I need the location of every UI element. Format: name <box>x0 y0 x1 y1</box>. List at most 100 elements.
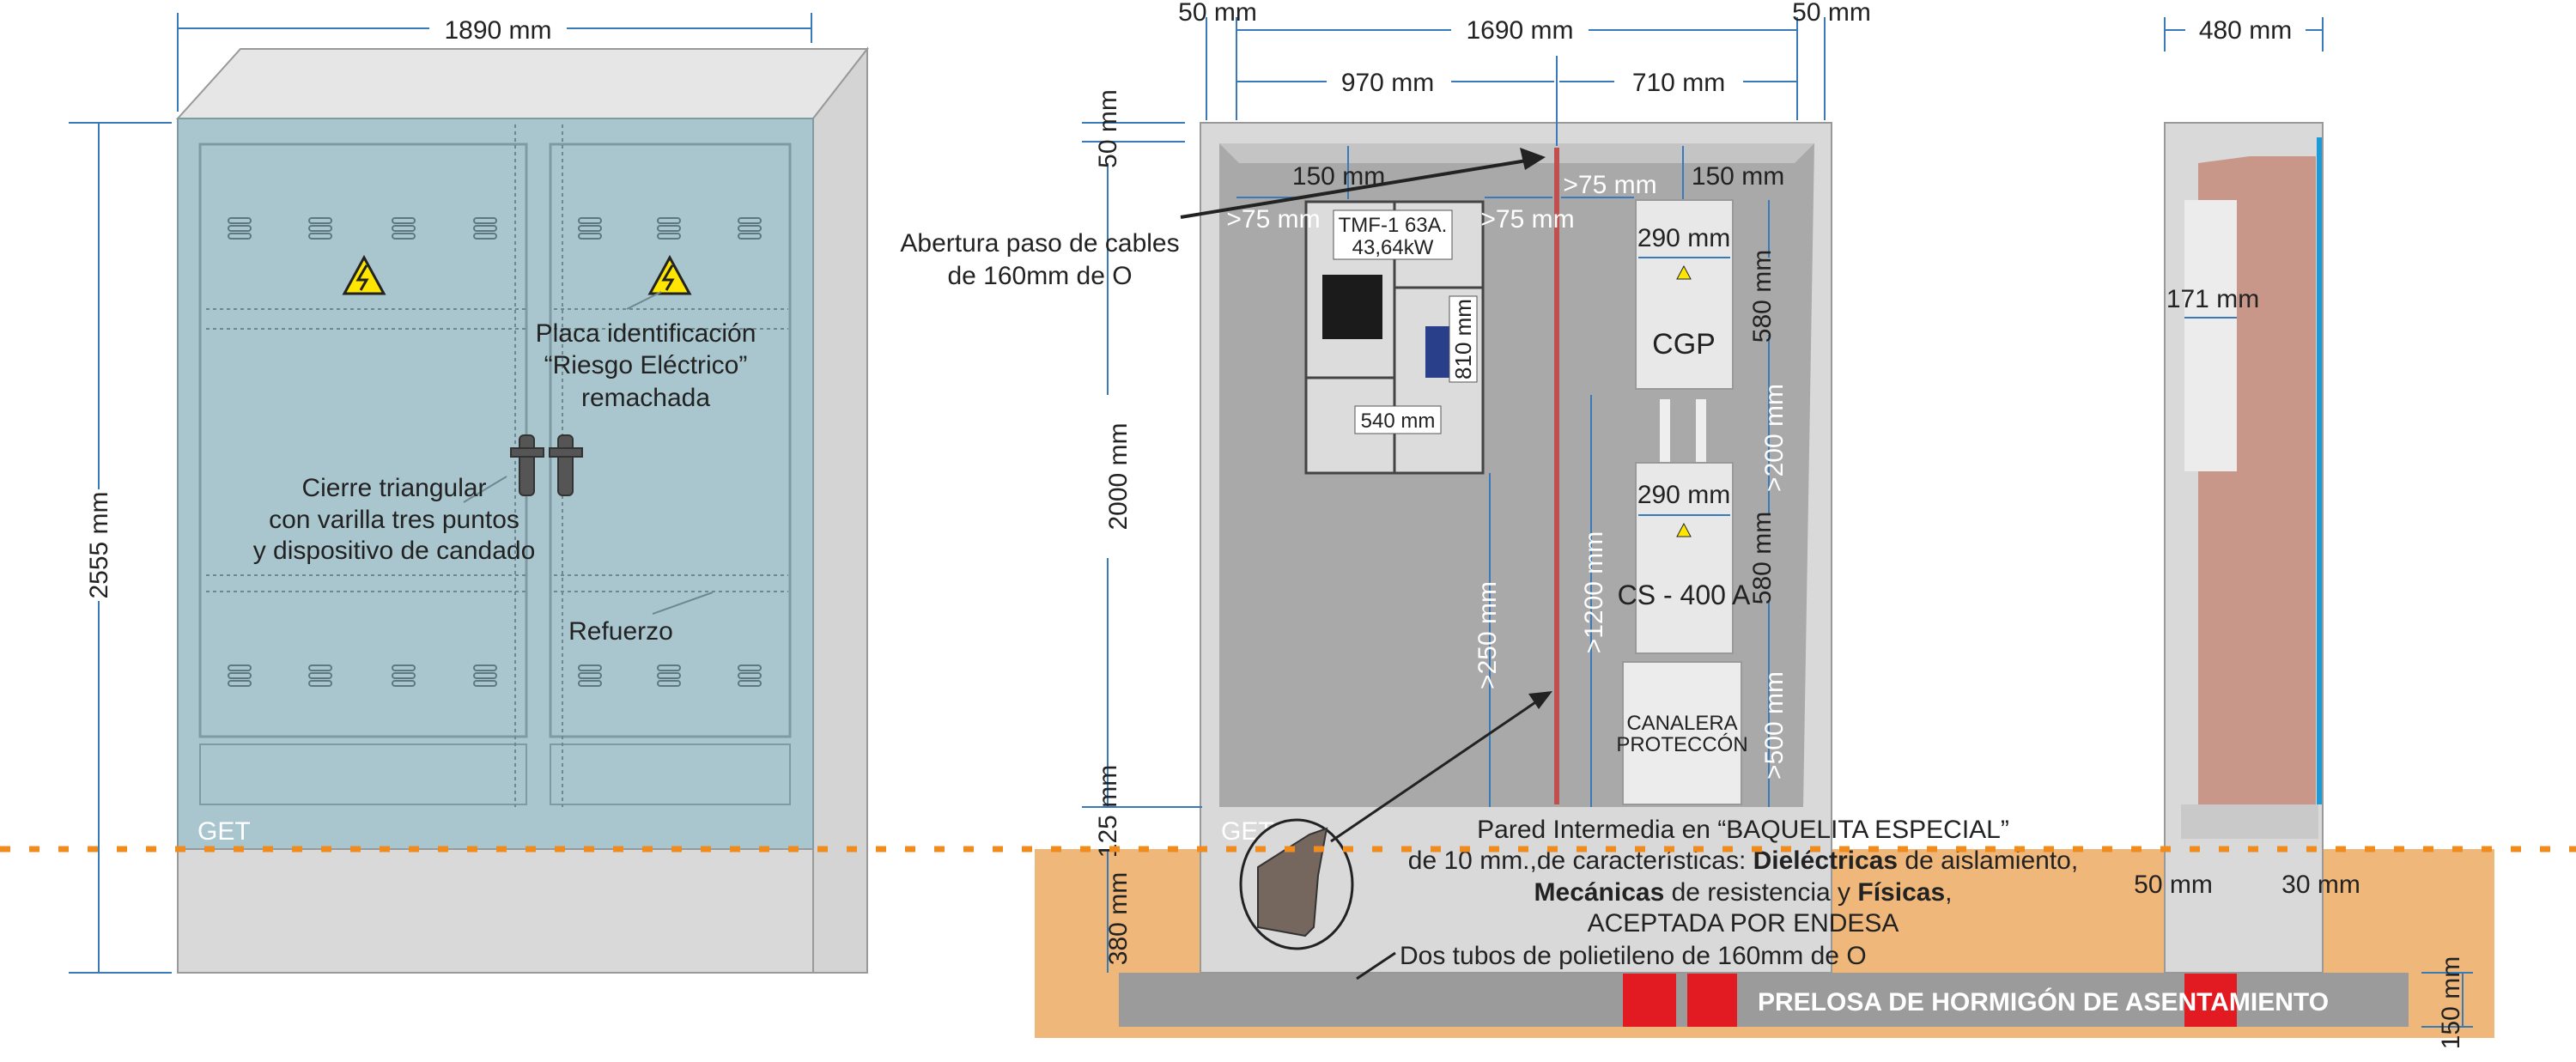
canalera-label-line2: PROTECCÓN <box>1616 733 1747 756</box>
vent-slot <box>392 217 416 224</box>
left-margin-dim: 50 mm <box>1178 0 1257 27</box>
warning-icon <box>1676 264 1692 280</box>
right-section-dim: 710 mm <box>1632 69 1725 97</box>
vent-slot <box>228 225 252 232</box>
vent-slot <box>578 217 602 224</box>
vent-slot <box>738 217 762 224</box>
inner-top-bevel <box>1219 143 1814 163</box>
vent-slot <box>473 665 497 671</box>
vent-slot <box>473 672 497 679</box>
vent-slot <box>578 680 602 687</box>
vent-slot <box>473 217 497 224</box>
vent-slot <box>578 672 602 679</box>
arrow-icon <box>1520 148 1546 170</box>
red-tube-2 <box>1687 973 1737 1027</box>
vent-slot <box>738 225 762 232</box>
cierre-label-line3: y dispositivo de candado <box>253 537 536 565</box>
vent-slot <box>392 225 416 232</box>
vent-slot <box>578 665 602 671</box>
base-right-dim: 30 mm <box>2281 871 2360 899</box>
side-clear-dim-3: >75 mm <box>1563 171 1656 199</box>
cs-box <box>1635 462 1734 654</box>
slab-dim: 150 mm <box>2437 956 2465 1049</box>
pared-note-line4: ACEPTADA POR ENDESA <box>1588 909 1899 938</box>
vent-slot <box>657 217 681 224</box>
cabinet-side <box>812 46 868 974</box>
vent-slot <box>228 233 252 240</box>
vent-slot <box>657 225 681 232</box>
meter-height-dim: 810 mm <box>1450 299 1476 379</box>
canalera-label-line1: CANALERA <box>1626 712 1737 735</box>
side-clear-dim-2: >75 mm <box>1480 205 1574 234</box>
placa-label-line2: “Riesgo Eléctrico” <box>544 351 748 379</box>
bottom-margin-dim: 125 mm <box>1094 765 1122 858</box>
arrow-icon <box>1528 691 1552 709</box>
vent-slot <box>392 233 416 240</box>
side-clear-dim-1: >75 mm <box>1226 205 1320 234</box>
right-margin-dim: 50 mm <box>1792 0 1871 27</box>
inner-height-dim: 2000 mm <box>1104 422 1133 530</box>
vent-slot <box>308 225 332 232</box>
tubos-note: Dos tubos de polietileno de 160mm de O <box>1400 942 1867 970</box>
tmf-label-line1: TMF-1 63A. <box>1339 214 1448 237</box>
breaker <box>1425 326 1449 378</box>
cgp-box <box>1635 199 1734 390</box>
vent-slot <box>308 672 332 679</box>
slab-label: PRELOSA DE HORMIGÓN DE ASENTAMIENTO <box>1758 987 2329 1016</box>
brand-mark: GET <box>197 817 251 846</box>
left-section-dim: 970 mm <box>1341 69 1434 97</box>
energy-meter <box>1322 275 1382 339</box>
canalera-height-dim: >500 mm <box>1760 671 1789 780</box>
tmf-label-box <box>1333 209 1453 260</box>
warning-sign-icon <box>647 254 692 295</box>
inner-width-dim: 1690 mm <box>1466 16 1573 45</box>
top-clear-right-dim: 150 mm <box>1692 162 1784 191</box>
canalera-box <box>1622 661 1742 805</box>
vent-slot <box>738 665 762 671</box>
cgp-width-dim: 290 mm <box>1637 224 1730 252</box>
vent-slot <box>308 665 332 671</box>
vent-slot <box>473 680 497 687</box>
tmf-label-line2: 43,64kW <box>1352 236 1434 259</box>
pared-note-line1: Pared Intermedia en “BAQUELITA ESPECIAL” <box>1477 816 2009 844</box>
cs-label: CS - 400 A <box>1618 580 1751 610</box>
vent-slot <box>228 665 252 671</box>
vent-slot <box>473 233 497 240</box>
right-door[interactable] <box>549 143 792 738</box>
vent-slot <box>392 680 416 687</box>
vent-slot <box>228 672 252 679</box>
vent-slot <box>392 672 416 679</box>
floor-clear-cs-dim: >1200 mm <box>1580 531 1608 654</box>
pared-note-line3: Mecánicas de resistencia y Físicas, <box>1534 878 1953 907</box>
vent-slot <box>738 680 762 687</box>
vent-slot <box>657 233 681 240</box>
vent-slot <box>308 680 332 687</box>
vent-slot <box>392 665 416 671</box>
vent-slot <box>473 225 497 232</box>
vent-slot <box>578 225 602 232</box>
width-dim: 1890 mm <box>444 16 551 45</box>
red-tube-1 <box>1623 973 1676 1027</box>
side-door-edge <box>2317 137 2322 804</box>
cgp-label: CGP <box>1652 328 1716 361</box>
warning-sign-icon <box>342 254 386 295</box>
top-margin-dim: 50 mm <box>1094 89 1122 168</box>
floor-clear-meter-dim: >250 mm <box>1473 581 1502 689</box>
lock-handle-icon[interactable] <box>510 434 583 496</box>
side-view: 480 mm 171 mm 50 mm 30 mm <box>2134 16 2360 974</box>
vent-slot <box>657 680 681 687</box>
red-tube-3 <box>2184 973 2237 1027</box>
vent-louvres <box>228 217 762 687</box>
vent-slot <box>657 672 681 679</box>
placa-label-line1: Placa identificación <box>536 319 756 348</box>
side-inner-panel <box>2184 200 2237 471</box>
pared-note-line2: de 10 mm.,de características: Dieléctric… <box>1408 847 2078 875</box>
partition-wall <box>1554 148 1559 804</box>
right-plinth <box>550 743 791 805</box>
left-plinth <box>199 743 527 805</box>
cabinet-front <box>177 118 814 850</box>
buried-depth-dim: 380 mm <box>1104 872 1133 965</box>
meter-width-dim: 540 mm <box>1361 410 1436 433</box>
depth-dim: 480 mm <box>2199 16 2292 45</box>
